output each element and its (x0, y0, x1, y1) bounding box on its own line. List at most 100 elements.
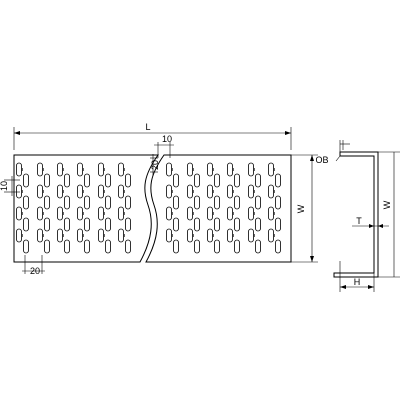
slot-hole (275, 217, 281, 232)
slot-hole (23, 195, 29, 210)
slot-hole (234, 173, 240, 188)
slot-hole (98, 162, 104, 177)
slot-hole (105, 195, 111, 210)
slot-hole (57, 228, 63, 243)
length-label: L (145, 122, 150, 132)
slot-hole (207, 206, 213, 221)
slot-hole (16, 162, 22, 177)
slot-hole (84, 239, 90, 254)
slot-hole (268, 162, 274, 177)
slot-hole (255, 217, 261, 232)
slot-hole (275, 239, 281, 254)
slot-hole (248, 228, 254, 243)
slot-hole (166, 228, 172, 243)
slot-hole (37, 162, 43, 177)
slot-hole (77, 206, 83, 221)
slot-hole (84, 195, 90, 210)
slot-hole (125, 173, 131, 188)
slot-hole (44, 195, 50, 210)
slot-hole (16, 184, 22, 199)
slot-hole (118, 184, 124, 199)
edge-offset-label: 10 (0, 181, 9, 191)
slot-hole (77, 184, 83, 199)
slot-hole (105, 239, 111, 254)
slot-hole (194, 195, 200, 210)
slot-hole (214, 217, 220, 232)
height-dimension: H (339, 261, 375, 292)
slot-hole (214, 195, 220, 210)
slot-hole (255, 195, 261, 210)
plate-outline-right (145, 154, 292, 263)
slot-hole (44, 173, 50, 188)
slot-hole (44, 239, 50, 254)
slot-hole (98, 228, 104, 243)
slot-pitch-label: 10 (162, 134, 172, 144)
slot-hole (64, 173, 70, 188)
slot-hole (166, 184, 172, 199)
slot-hole (187, 162, 193, 177)
slot-hole (268, 206, 274, 221)
profile-outline (333, 151, 379, 278)
slot-hole (255, 239, 261, 254)
slot-hole (16, 228, 22, 243)
slot-hole (105, 217, 111, 232)
slot-hole (105, 173, 111, 188)
flange-dimension: OB (315, 140, 350, 165)
thickness-label: T (356, 216, 362, 226)
section-width-dimension: W (378, 151, 400, 278)
section-view: OB W T H (315, 140, 400, 292)
section-width-label: W (382, 200, 392, 209)
slot-height-dimension: 20 (150, 154, 160, 176)
slot-hole (37, 206, 43, 221)
slot-height-label: 20 (150, 160, 160, 170)
slot-hole (37, 184, 43, 199)
slot-hole (187, 228, 193, 243)
plan-width-label: W (296, 204, 306, 213)
slot-hole (125, 239, 131, 254)
slot-hole (194, 239, 200, 254)
slot-hole (84, 173, 90, 188)
slot-hole (268, 228, 274, 243)
slot-hole (125, 217, 131, 232)
slot-hole (77, 228, 83, 243)
slot-hole (227, 206, 233, 221)
slot-hole (234, 195, 240, 210)
slot-hole (234, 239, 240, 254)
slot-hole (214, 173, 220, 188)
slot-hole (255, 173, 261, 188)
length-dimension: L (13, 122, 292, 150)
slot-hole (84, 217, 90, 232)
slot-hole (23, 173, 29, 188)
slot-hole (214, 239, 220, 254)
slot-hole (187, 184, 193, 199)
slot-hole (187, 206, 193, 221)
slot-hole (57, 184, 63, 199)
plan-view: L 10 20 10 (0, 122, 318, 276)
edge-offset-dimension: 10 (0, 176, 20, 196)
slot-hole (64, 195, 70, 210)
slot-hole (118, 228, 124, 243)
slot-hole (248, 162, 254, 177)
slot-hole (227, 162, 233, 177)
slot-pattern (16, 162, 281, 254)
slot-hole (173, 195, 179, 210)
slot-hole (118, 206, 124, 221)
slot-hole (248, 206, 254, 221)
slot-hole (173, 239, 179, 254)
slot-hole (37, 228, 43, 243)
end-offset-dimension: 20 (22, 255, 45, 276)
slot-hole (98, 184, 104, 199)
slot-hole (248, 184, 254, 199)
slot-hole (173, 173, 179, 188)
slot-hole (166, 206, 172, 221)
slot-hole (57, 206, 63, 221)
slot-hole (227, 184, 233, 199)
slot-pitch-dimension: 10 (154, 134, 174, 158)
flange-label: OB (315, 155, 328, 165)
slot-hole (227, 228, 233, 243)
slot-hole (23, 217, 29, 232)
slot-hole (98, 206, 104, 221)
slot-hole (23, 239, 29, 254)
end-offset-label: 20 (30, 266, 40, 276)
